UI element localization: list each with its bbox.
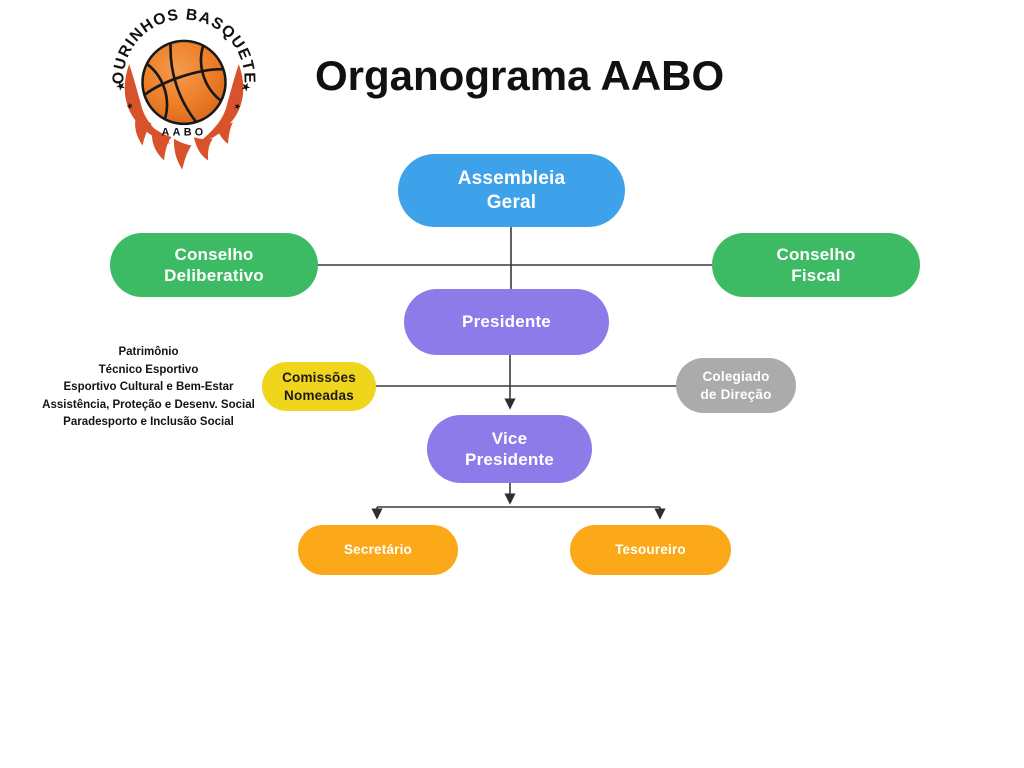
node-conselho-deliberativo: Conselho Deliberativo: [110, 233, 318, 297]
star-icon: ★: [232, 100, 242, 112]
star-icon: ★: [125, 100, 135, 112]
node-colegiado-de-direcao: Colegiado de Direção: [676, 358, 796, 413]
node-secretario: Secretário: [298, 525, 458, 575]
committee-item: Paradesporto e Inclusão Social: [63, 416, 234, 428]
committee-item: Técnico Esportivo: [98, 363, 199, 376]
committee-item: Esportivo Cultural e Bem-Estar: [63, 381, 234, 393]
committee-item: Patrimônio: [118, 346, 179, 358]
node-vice-presidente: Vice Presidente: [427, 415, 592, 483]
node-comissoes-nomeadas: Comissões Nomeadas: [262, 362, 376, 411]
committee-item: Assistência, Proteção e Desenv. Social: [42, 398, 255, 411]
basketball-icon: [141, 39, 227, 126]
node-conselho-fiscal: Conselho Fiscal: [712, 233, 920, 297]
logo-acronym: AABO: [161, 126, 206, 138]
node-assembleia-geral: Assembleia Geral: [398, 154, 625, 227]
flames-icon: [135, 112, 233, 170]
club-logo: OURINHOS BASQUETE ★ ★ ★ ★ AABO: [110, 6, 256, 170]
committee-list: Patrimônio Técnico Esportivo Esportivo C…: [22, 344, 275, 432]
node-presidente: Presidente: [404, 289, 609, 355]
node-tesoureiro: Tesoureiro: [570, 525, 731, 575]
page-title: Organograma AABO: [315, 52, 725, 99]
